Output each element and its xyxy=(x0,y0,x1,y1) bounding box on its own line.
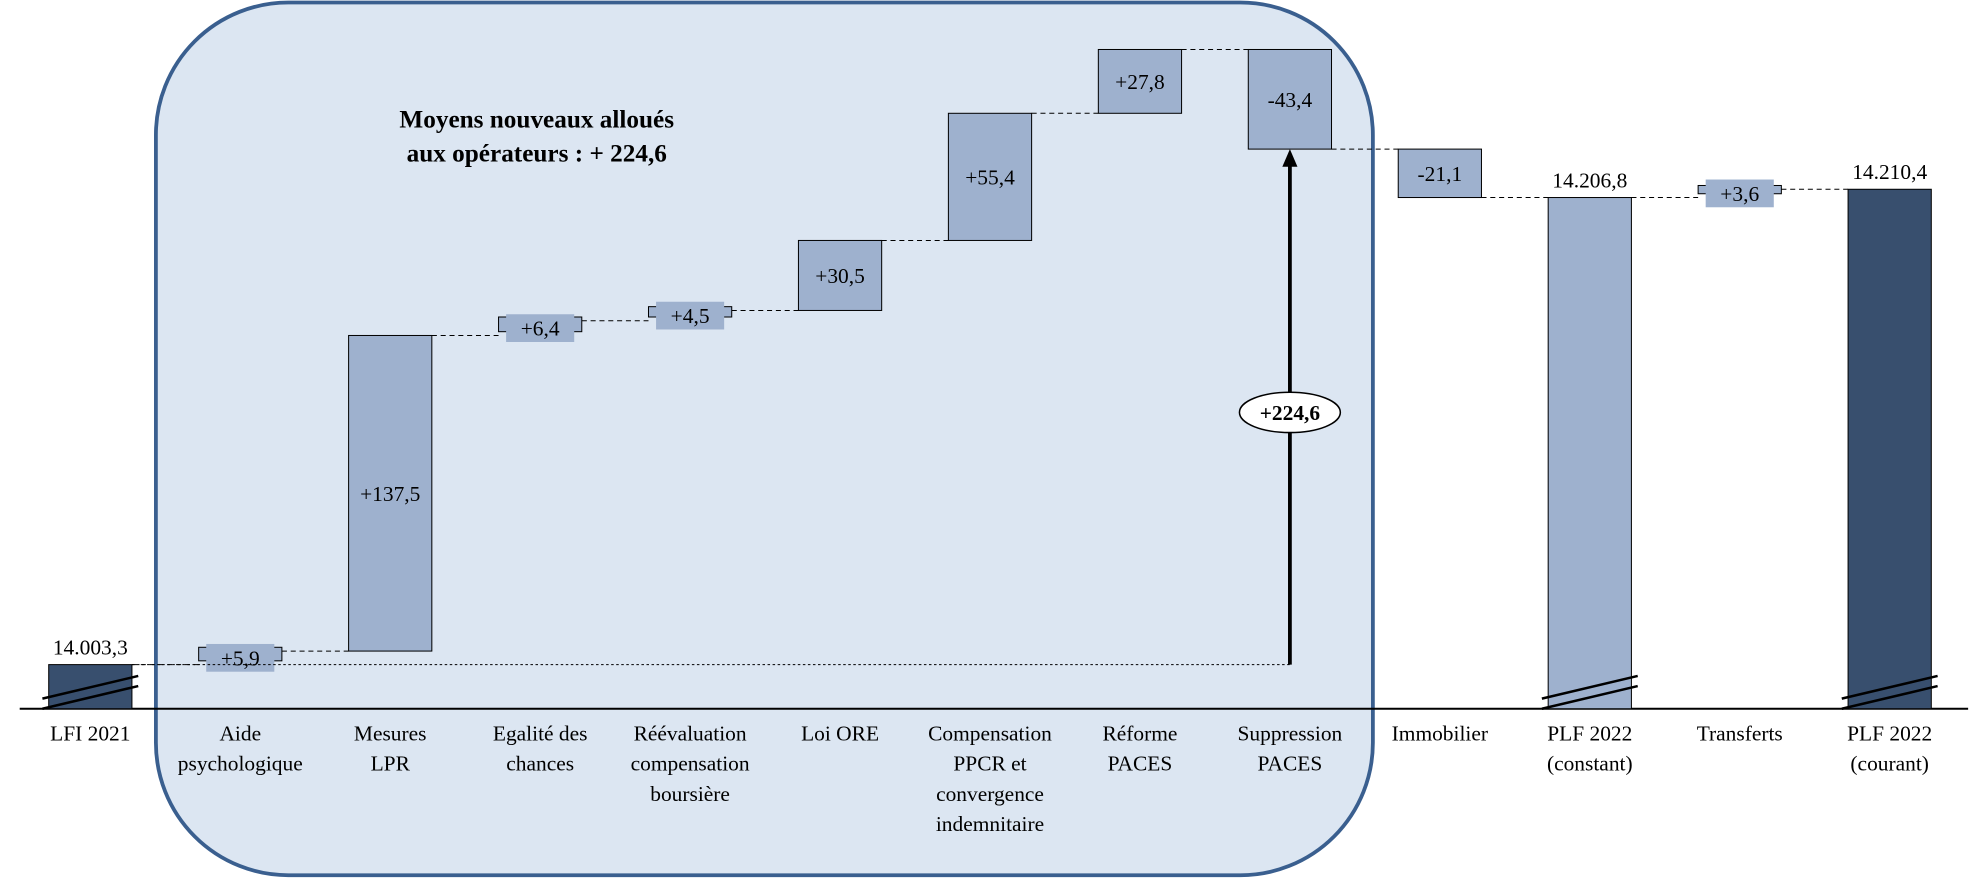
category-label: convergence xyxy=(936,782,1044,806)
category-label: PLF 2022 xyxy=(1847,721,1932,745)
step-value-label: -43,4 xyxy=(1268,88,1313,112)
step-value-label: +55,4 xyxy=(965,165,1015,189)
category-label: Suppression xyxy=(1238,721,1343,745)
axis-break-mark xyxy=(1841,684,1938,710)
category-label: (constant) xyxy=(1547,752,1633,776)
step-value-label: +30,5 xyxy=(815,264,865,288)
category-label: Loi ORE xyxy=(801,721,879,745)
highlight-panel xyxy=(154,0,1375,878)
step-value-label: +6,4 xyxy=(521,317,560,341)
panel-title-line1: Moyens nouveaux alloués xyxy=(399,106,674,133)
step-bar xyxy=(947,112,1033,241)
axis-break-mark xyxy=(1541,674,1639,700)
category-label: Transferts xyxy=(1697,721,1783,745)
category-label: Compensation xyxy=(928,721,1052,745)
step-value-label: +137,5 xyxy=(360,482,420,506)
category-label: Aide xyxy=(219,721,261,745)
arrow-head-icon xyxy=(1282,149,1298,167)
category-label: Immobilier xyxy=(1392,721,1488,745)
total-value-label: 14.003,3 xyxy=(53,636,128,660)
category-label: Egalité des xyxy=(493,721,588,745)
total-bar xyxy=(1547,197,1632,710)
category-label: LFI 2021 xyxy=(50,721,130,745)
step-label-box xyxy=(206,643,275,672)
category-label: compensation xyxy=(631,752,750,776)
step-bar xyxy=(1397,148,1482,199)
step-bar xyxy=(1097,48,1183,114)
axis-break-mark xyxy=(1841,674,1938,700)
total-callout-label: +224,6 xyxy=(1260,401,1321,425)
total-bar xyxy=(1847,188,1932,710)
step-label-box xyxy=(506,314,575,343)
category-label: psychologique xyxy=(178,752,303,776)
axis-break-mark xyxy=(42,684,139,710)
category-label: Réforme xyxy=(1102,721,1177,745)
total-callout-ellipse xyxy=(1238,391,1342,434)
axis-break-mark xyxy=(42,674,139,700)
step-value-label: +4,5 xyxy=(671,304,710,328)
category-label: (courant) xyxy=(1850,752,1929,776)
category-label: PACES xyxy=(1258,752,1323,776)
axis-break-mark xyxy=(1541,684,1639,710)
category-label: LPR xyxy=(371,752,411,776)
category-label: Réévaluation xyxy=(634,721,747,745)
category-label: indemnitaire xyxy=(936,812,1044,836)
category-label: PACES xyxy=(1108,752,1173,776)
category-label: chances xyxy=(506,752,574,776)
step-label-box xyxy=(656,301,725,330)
step-value-label: +27,8 xyxy=(1115,70,1165,94)
step-bar xyxy=(1247,48,1333,150)
category-label: PPCR et xyxy=(953,752,1026,776)
step-bar xyxy=(797,239,883,311)
step-bar xyxy=(348,334,433,652)
step-value-label: -21,1 xyxy=(1418,162,1463,186)
category-label: PLF 2022 xyxy=(1547,721,1632,745)
step-value-label: +3,6 xyxy=(1720,182,1759,206)
step-value-label: +5,9 xyxy=(221,646,260,670)
total-value-label: 14.210,4 xyxy=(1852,160,1927,184)
category-label: Mesures xyxy=(354,721,427,745)
panel-title-line2: aux opérateurs : + 224,6 xyxy=(407,140,667,167)
category-label: boursière xyxy=(650,782,730,806)
total-value-label: 14.206,8 xyxy=(1552,168,1627,192)
step-label-box xyxy=(1705,179,1774,208)
